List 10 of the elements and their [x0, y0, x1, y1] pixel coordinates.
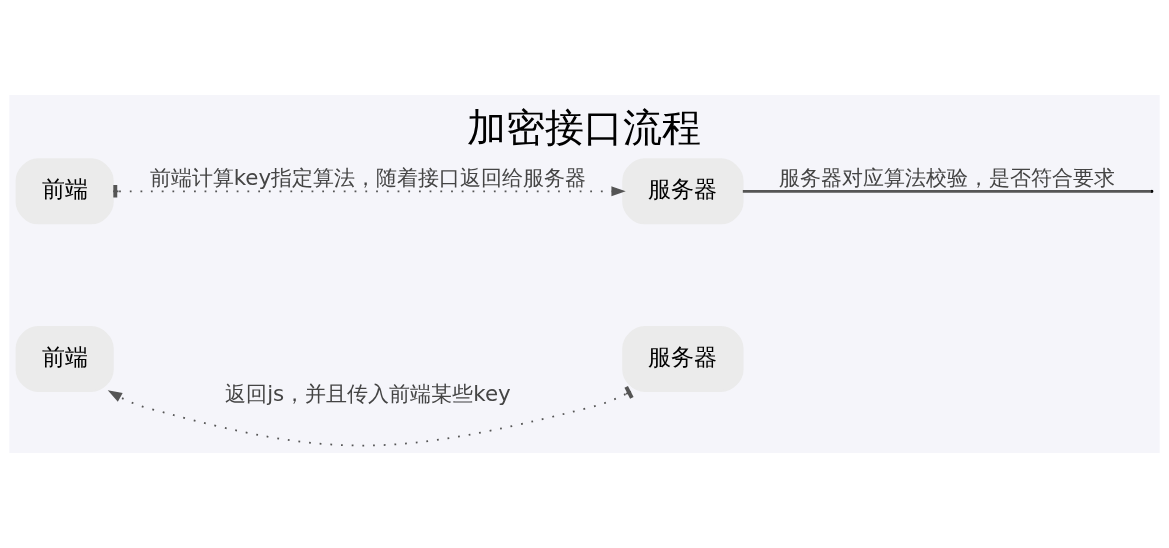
node-box: 服务器	[622, 158, 744, 225]
node-box: 前端	[15, 326, 114, 393]
edge-label: 返回js，并且传入前端某些key	[225, 381, 511, 407]
edge-label: 前端计算key指定算法，随着接口返回给服务器	[149, 165, 587, 191]
edge-label: 服务器对应算法校验，是否符合要求	[778, 165, 1115, 191]
node-box: 前端	[15, 158, 114, 225]
diagram-title: 加密接口流程	[467, 104, 702, 150]
connector	[742, 190, 1151, 193]
arrow	[112, 185, 626, 198]
arrow	[107, 385, 634, 447]
